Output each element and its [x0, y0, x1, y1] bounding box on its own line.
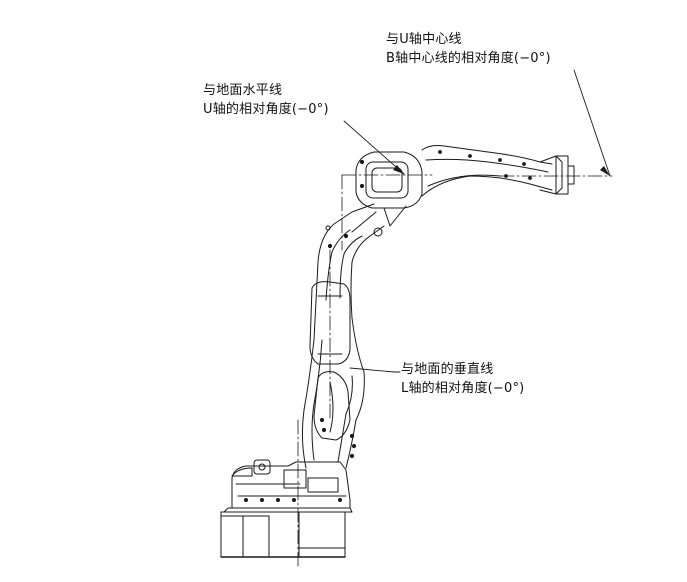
u-axis-angle-text: U轴的相对角度(−0°) — [203, 102, 329, 117]
u-axis-reference-text: 与地面水平线 — [203, 83, 283, 98]
b-axis-angle-text: B轴中心线的相对角度(−0°) — [386, 51, 551, 66]
l-axis-annotation: 与地面的垂直线 L轴的相对角度(−0°) — [401, 360, 524, 398]
b-axis-annotation: 与U轴中心线 B轴中心线的相对角度(−0°) — [386, 30, 551, 68]
elbow-housing — [351, 151, 423, 233]
center-lines — [297, 174, 613, 567]
l-axis-angle-text: L轴的相对角度(−0°) — [401, 381, 525, 396]
l-axis-reference-text: 与地面的垂直线 — [401, 362, 494, 377]
forearm — [421, 145, 575, 197]
lower-arm — [301, 203, 385, 469]
robot-base — [220, 459, 353, 558]
u-axis-annotation: 与地面水平线 U轴的相对角度(−0°) — [203, 81, 329, 119]
leader-lines — [343, 69, 611, 373]
b-axis-reference-text: 与U轴中心线 — [386, 32, 462, 47]
